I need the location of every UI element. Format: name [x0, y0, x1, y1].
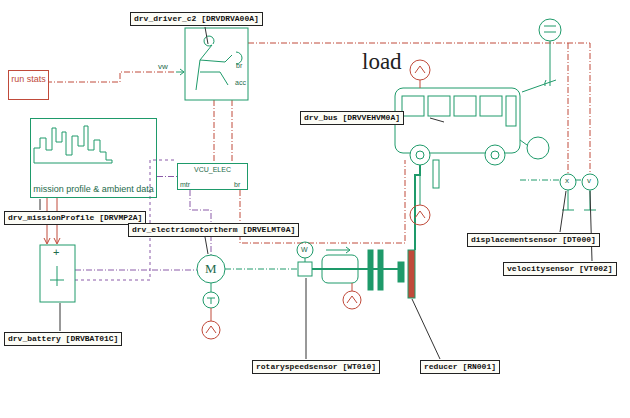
component-tag: rotaryspeedsensor [WT010] — [252, 360, 380, 374]
port-name: mtr — [180, 181, 190, 188]
terminal-sign: + — [53, 247, 59, 258]
node-text: drv_electricmotortherm [DRVELMT0A] — [132, 225, 295, 234]
component-tag: reducer [RN001] — [420, 360, 500, 374]
component-tag: drv_electricmotortherm [DRVELMT0A] — [128, 223, 299, 237]
component-tag: drv_bus [DRVVEHVM0A] — [300, 111, 404, 125]
signal-name: br — [236, 62, 242, 69]
connector — [157, 176, 177, 177]
node-text: velocitysensor [VT002] — [507, 264, 613, 273]
sensor-symbol: v — [587, 177, 591, 185]
component-tag: velocitysensor [VT002] — [503, 262, 617, 276]
component-tag: drv_driver_c2 [DRVDRVA00A] — [130, 12, 263, 26]
run-stats-box: run stats — [8, 70, 49, 100]
motor-symbol: M — [205, 262, 217, 275]
node-text: VCU_ELEC — [194, 166, 231, 173]
node-text: reducer [RN001] — [424, 362, 496, 371]
signal-name: acc — [235, 79, 246, 86]
component-tag: drv_missionProfile [DRVMP2A] — [4, 211, 146, 225]
node-text: drv_bus [DRVVEHVM0A] — [304, 113, 400, 122]
node-text: rotaryspeedsensor [WT010] — [256, 362, 376, 371]
component-tag: displacementsensor [DT000] — [467, 233, 600, 247]
sensor-symbol: W — [301, 246, 308, 253]
node-text: drv_driver_c2 [DRVDRVA00A] — [134, 14, 259, 23]
node-text: drv_missionProfile [DRVMP2A] — [8, 213, 142, 222]
port-name: br — [234, 181, 240, 188]
signal-name: vw — [158, 63, 168, 71]
node-text: drv_battery [DRVBAT01C] — [8, 334, 118, 343]
load-label: load — [362, 50, 402, 73]
component-tag: drv_battery [DRVBAT01C] — [4, 332, 122, 346]
mission-profile-box: mission profile & ambient data — [30, 118, 157, 198]
node-text: mission profile & ambient data — [33, 184, 154, 194]
node-text: displacementsensor [DT000] — [471, 235, 596, 244]
node-text: run stats — [11, 74, 46, 84]
sensor-symbol: x — [565, 177, 569, 185]
